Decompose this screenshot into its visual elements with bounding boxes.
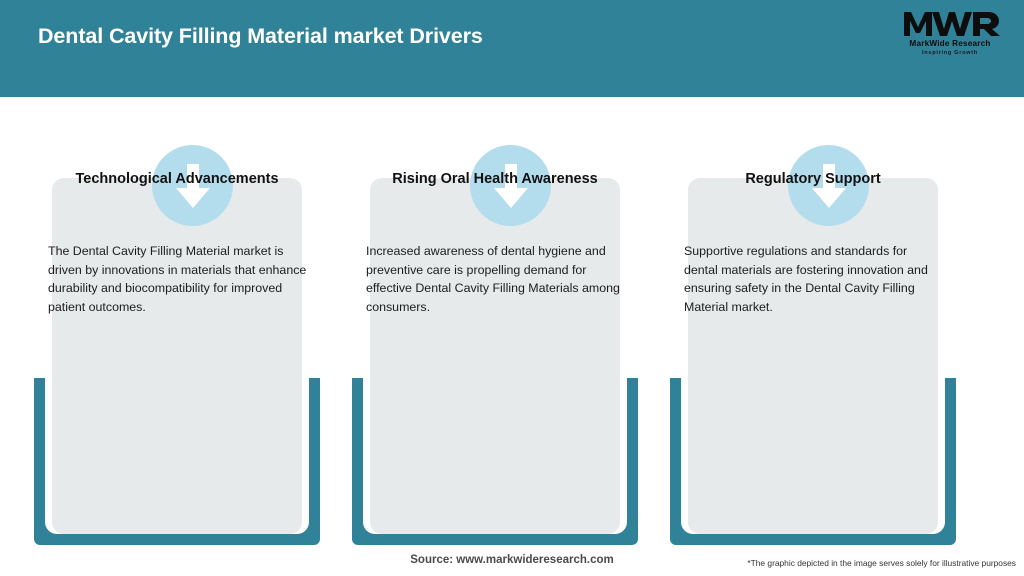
- card-body-text: Supportive regulations and standards for…: [684, 244, 928, 314]
- card-body-text: Increased awareness of dental hygiene an…: [366, 244, 620, 314]
- page-title: Dental Cavity Filling Material market Dr…: [38, 24, 483, 48]
- card-panel: [52, 178, 302, 534]
- card-title: Regulatory Support: [745, 171, 881, 187]
- disclaimer-note: *The graphic depicted in the image serve…: [747, 558, 1016, 568]
- brand-logo: MarkWide Research Inspiring Growth: [898, 8, 1002, 60]
- arrow-down-icon: [152, 145, 233, 226]
- driver-card-1: Technological Advancements The Dental Ca…: [34, 97, 320, 545]
- card-panel: [688, 178, 938, 534]
- card-title: Technological Advancements: [75, 171, 279, 187]
- source-label: Source: www.markwideresearch.com: [410, 554, 614, 566]
- arrow-down-icon: [470, 145, 551, 226]
- driver-card-2: Rising Oral Health Awareness Increased a…: [352, 97, 638, 545]
- card-title: Rising Oral Health Awareness: [392, 171, 598, 187]
- page-header: Dental Cavity Filling Material market Dr…: [0, 0, 1024, 97]
- driver-card-3: Regulatory Support Supportive regulation…: [670, 97, 956, 545]
- content-area: Technological Advancements The Dental Ca…: [0, 97, 1024, 576]
- logo-company-name: MarkWide Research: [909, 39, 991, 48]
- mwr-logo-icon: [904, 12, 1000, 36]
- arrow-down-icon: [788, 145, 869, 226]
- card-panel: [370, 178, 620, 534]
- card-body-text: The Dental Cavity Filling Material marke…: [48, 244, 307, 314]
- logo-tagline: Inspiring Growth: [922, 50, 978, 56]
